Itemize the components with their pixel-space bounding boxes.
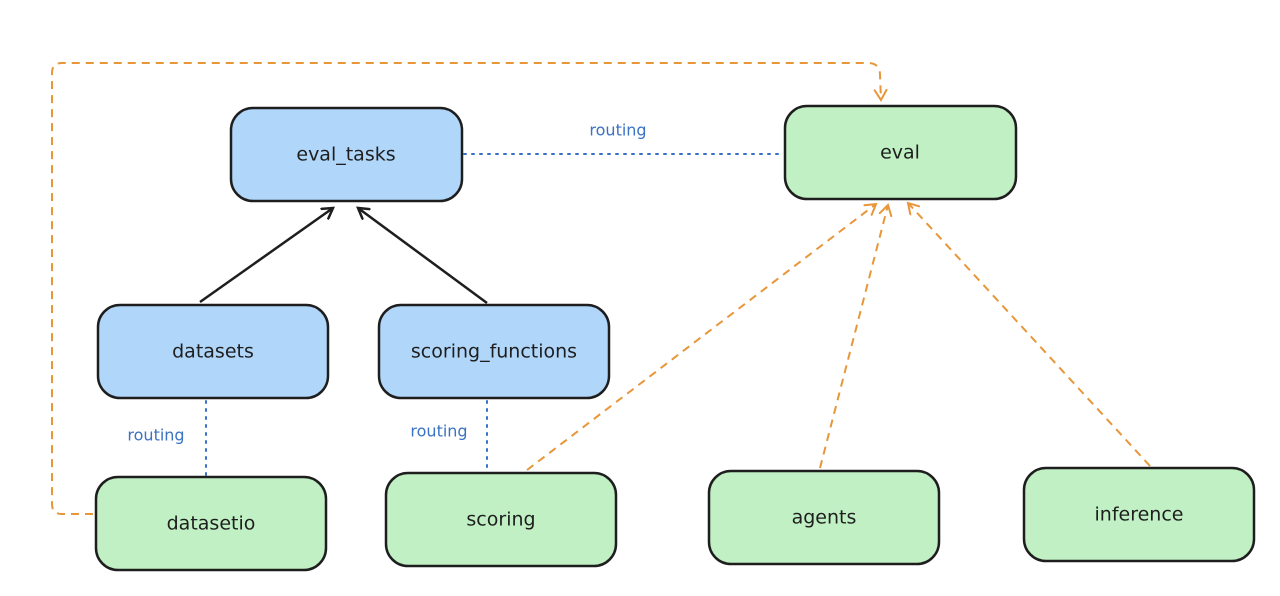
node-label: agents	[792, 507, 857, 529]
node-agents[interactable]: agents	[707, 469, 941, 566]
edge-datasets-datasetio-routing: routing	[127, 400, 207, 476]
node-datasets[interactable]: datasets	[96, 303, 330, 400]
routing-label: routing	[127, 426, 184, 445]
edge-agents-to-eval	[819, 203, 893, 469]
node-label: datasetio	[167, 513, 256, 535]
node-label: scoring	[466, 509, 535, 531]
node-label: inference	[1095, 504, 1184, 526]
edge-scoring-to-eval	[526, 202, 878, 471]
node-inference[interactable]: inference	[1022, 466, 1256, 563]
node-label: scoring_functions	[411, 341, 577, 363]
node-label: eval_tasks	[296, 144, 395, 166]
edge-scoring-functions-scoring-routing: routing	[410, 400, 488, 472]
node-datasetio[interactable]: datasetio	[94, 475, 328, 572]
node-eval-tasks[interactable]: eval_tasks	[229, 106, 464, 203]
node-label: datasets	[172, 341, 254, 363]
edge-datasets-to-eval-tasks	[199, 208, 333, 304]
edge-scoring-functions-to-eval-tasks	[358, 208, 488, 305]
node-label: eval	[880, 142, 920, 164]
edge-inference-to-eval	[906, 201, 1151, 467]
routing-label: routing	[410, 422, 467, 441]
node-scoring-functions[interactable]: scoring_functions	[377, 303, 611, 400]
node-eval[interactable]: eval	[783, 104, 1018, 201]
routing-label: routing	[589, 121, 646, 140]
edge-eval-tasks-eval-routing: routing	[463, 121, 785, 155]
node-scoring[interactable]: scoring	[384, 471, 618, 568]
